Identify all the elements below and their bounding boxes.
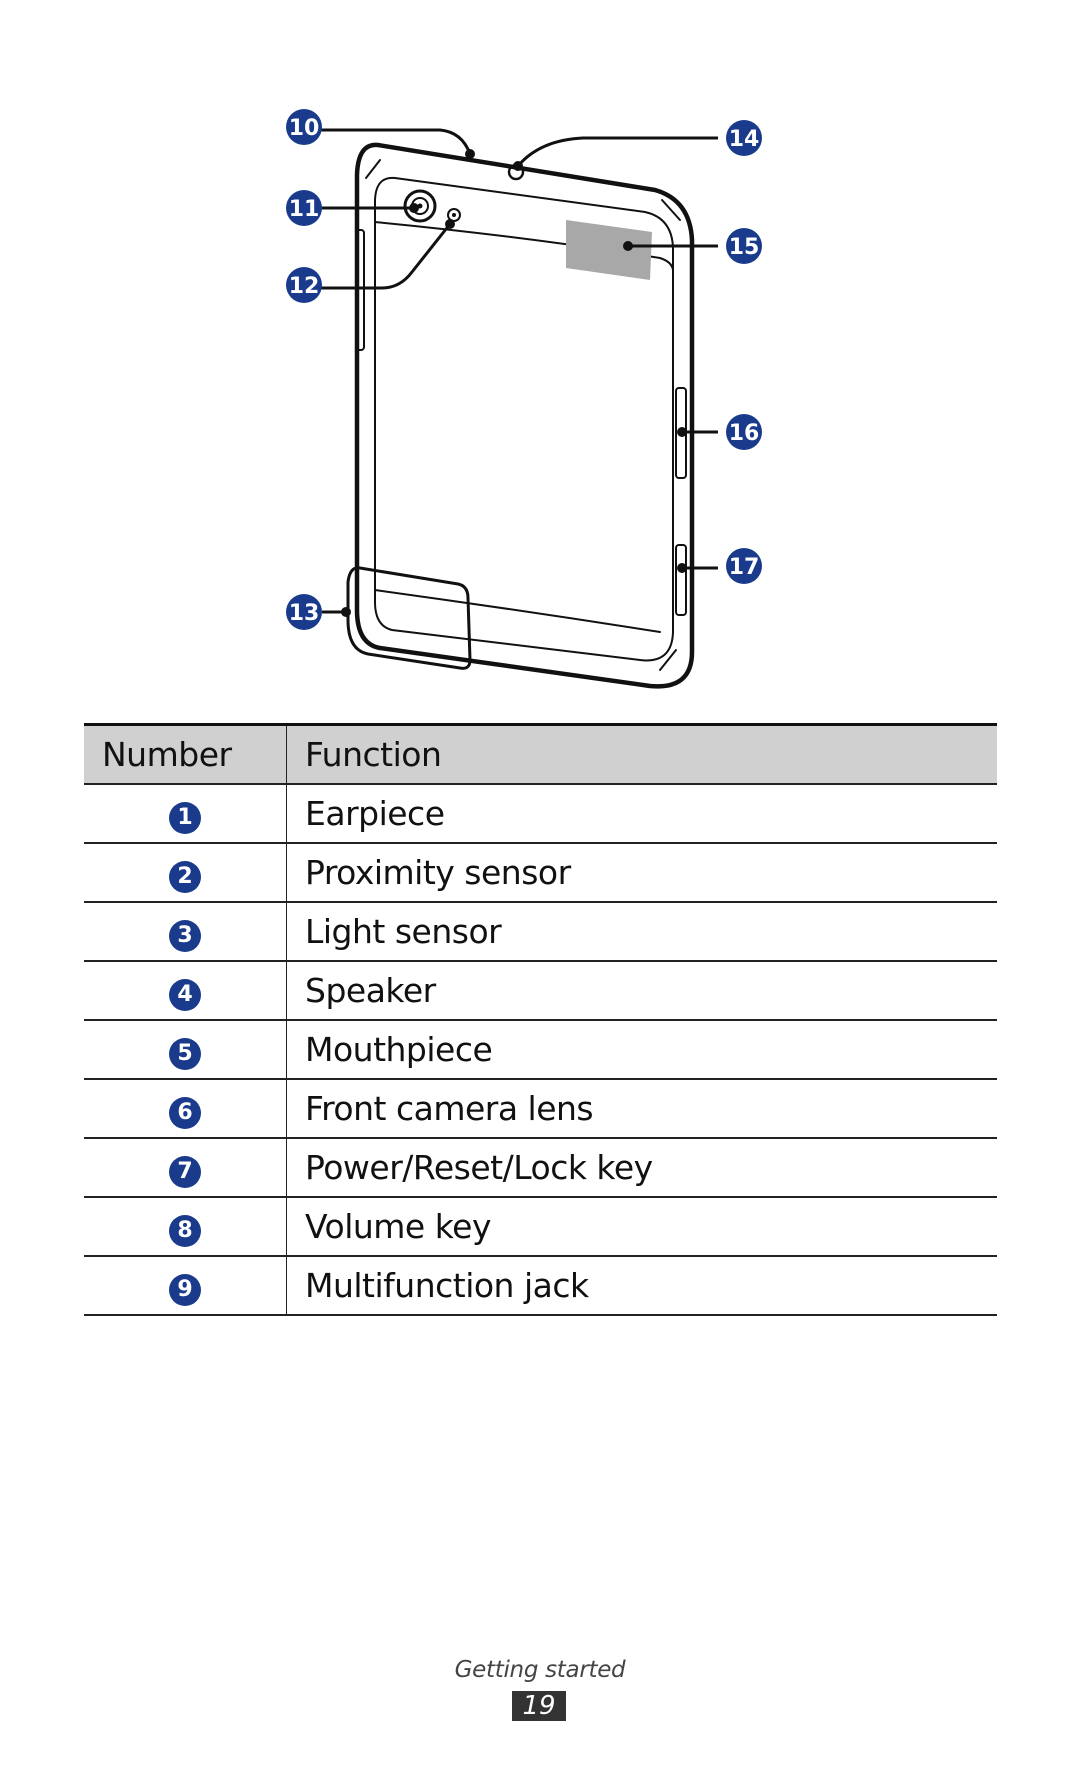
callout-15: 15 xyxy=(726,228,762,264)
table-row: 5 Mouthpiece xyxy=(84,1020,997,1080)
callout-11: 11 xyxy=(286,190,322,226)
side-key-left xyxy=(355,229,365,351)
page-number: 19 xyxy=(512,1691,566,1721)
function-cell: Mouthpiece xyxy=(286,1020,997,1080)
footer-section-label: Getting started xyxy=(454,1657,626,1683)
number-badge: 2 xyxy=(169,860,201,893)
table-row: 9 Multifunction jack xyxy=(84,1256,997,1316)
function-cell: Light sensor xyxy=(286,902,997,962)
function-cell: Multifunction jack xyxy=(286,1256,997,1316)
table-row: 7 Power/Reset/Lock key xyxy=(84,1138,997,1198)
number-badge: 6 xyxy=(169,1096,201,1129)
leader-line-14 xyxy=(516,136,718,167)
device-back-diagram: 10 11 12 13 14 15 16 17 xyxy=(286,109,762,689)
device-outline xyxy=(354,142,695,689)
number-badge: 8 xyxy=(169,1214,201,1247)
device-inner-outline xyxy=(374,176,674,662)
function-cell: Speaker xyxy=(286,961,997,1021)
callout-13-label: 13 xyxy=(289,601,320,626)
function-cell: Earpiece xyxy=(286,784,997,844)
callout-10-label: 10 xyxy=(289,116,320,141)
leader-line-12 xyxy=(320,223,452,290)
leader-line-10 xyxy=(320,128,472,155)
function-table: Number Function 1 Earpiece 2 Proximity s… xyxy=(84,723,997,1316)
internal-antenna xyxy=(566,220,652,280)
header-function: Function xyxy=(286,723,997,785)
device-bottom-band xyxy=(374,589,661,633)
function-cell: Proximity sensor xyxy=(286,843,997,903)
callout-11-label: 11 xyxy=(289,197,320,222)
callout-16: 16 xyxy=(726,414,762,450)
table-row: 8 Volume key xyxy=(84,1197,997,1257)
callout-14-label: 14 xyxy=(729,127,760,152)
callout-15-label: 15 xyxy=(729,235,760,260)
callout-17-label: 17 xyxy=(729,555,760,580)
number-badge: 4 xyxy=(169,978,201,1011)
table-row: 1 Earpiece xyxy=(84,784,997,844)
number-badge: 3 xyxy=(169,919,201,952)
table-row: 6 Front camera lens xyxy=(84,1079,997,1139)
table-header-row: Number Function xyxy=(84,723,997,785)
function-cell: Volume key xyxy=(286,1197,997,1257)
callout-14: 14 xyxy=(726,120,762,156)
speaker-outline xyxy=(346,566,472,670)
table-row: 2 Proximity sensor xyxy=(84,843,997,903)
header-number: Number xyxy=(84,723,287,785)
side-connector-outline xyxy=(675,544,687,616)
number-badge: 5 xyxy=(169,1037,201,1070)
table-row: 3 Light sensor xyxy=(84,902,997,962)
table-row: 4 Speaker xyxy=(84,961,997,1021)
callout-13: 13 xyxy=(286,594,322,630)
function-cell: Power/Reset/Lock key xyxy=(286,1138,997,1198)
rear-camera-lens xyxy=(403,189,437,223)
callout-16-label: 16 xyxy=(729,421,760,446)
function-cell: Front camera lens xyxy=(286,1079,997,1139)
number-badge: 7 xyxy=(169,1155,201,1188)
callout-12: 12 xyxy=(286,267,322,303)
number-badge: 1 xyxy=(169,801,201,834)
number-badge: 9 xyxy=(169,1273,201,1306)
callout-17: 17 xyxy=(726,548,762,584)
callout-12-label: 12 xyxy=(289,274,320,299)
callout-10: 10 xyxy=(286,109,322,145)
